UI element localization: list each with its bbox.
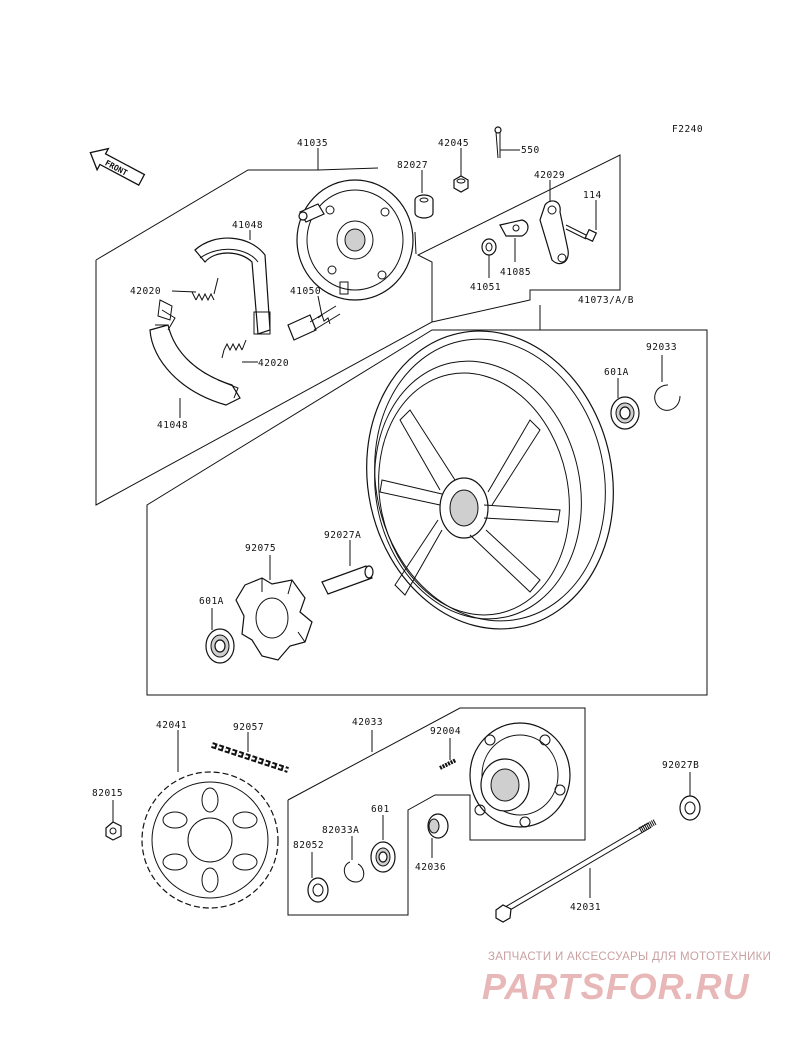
coupling-hub-42033	[469, 722, 571, 828]
plate-41085	[499, 219, 529, 237]
wheel-group-outline	[146, 329, 708, 696]
nut-82015	[105, 821, 122, 841]
label-92033: 92033	[646, 342, 677, 353]
spring-42020-lower	[221, 339, 247, 359]
circlip-92033	[654, 384, 681, 411]
label-41073: 41073/A/B	[578, 295, 634, 306]
damper-92075	[235, 577, 313, 661]
stud-92004	[439, 758, 457, 770]
front-arrow-icon: FRONT	[89, 147, 146, 187]
bolt-114	[565, 224, 598, 243]
sprocket-42041	[141, 771, 279, 909]
label-42041: 42041	[156, 720, 187, 731]
spring-42020-upper	[191, 277, 219, 302]
label-42029: 42029	[534, 170, 565, 181]
label-92027b: 92027B	[662, 760, 699, 771]
collar-82052	[307, 877, 329, 903]
label-82033a: 82033A	[322, 825, 359, 836]
label-41048-lower: 41048	[157, 420, 188, 431]
label-601: 601	[371, 804, 390, 815]
cotter-pin-550	[494, 126, 502, 159]
brake-shoe-upper	[194, 237, 271, 335]
watermark-tagline: ЗАПЧАСТИ И АКСЕССУАРЫ ДЛЯ МОТОТЕХНИКИ	[488, 951, 772, 963]
label-42045: 42045	[438, 138, 469, 149]
label-82015: 82015	[92, 788, 123, 799]
brake-group-outline	[95, 154, 621, 506]
label-92027a: 92027A	[324, 530, 361, 541]
collar-82027	[414, 194, 434, 219]
hub-group-outline	[287, 707, 586, 916]
collar-42036	[427, 813, 449, 839]
label-92057: 92057	[233, 722, 264, 733]
label-42036: 42036	[415, 862, 446, 873]
bearing-601	[370, 841, 396, 873]
label-42033: 42033	[352, 717, 383, 728]
label-41050: 41050	[290, 286, 321, 297]
label-82027: 82027	[397, 160, 428, 171]
collar-92027b	[679, 795, 701, 821]
label-42020-lower: 42020	[258, 358, 289, 369]
brake-shoe-lower	[149, 299, 241, 406]
nut-42045	[453, 175, 469, 193]
bearing-601a-left	[205, 628, 235, 664]
axle-42031	[495, 819, 657, 923]
label-41051: 41051	[470, 282, 501, 293]
seal-41051	[481, 238, 497, 256]
collar-92027a	[321, 565, 374, 595]
label-42031: 42031	[570, 902, 601, 913]
torque-link-42029	[539, 200, 569, 265]
label-114: 114	[583, 190, 602, 201]
label-601a-right: 601A	[604, 367, 629, 378]
bearing-601a-right	[610, 396, 640, 430]
label-41085: 41085	[500, 267, 531, 278]
label-92075: 92075	[245, 543, 276, 554]
label-41048-upper: 41048	[232, 220, 263, 231]
label-42020-upper: 42020	[130, 286, 161, 297]
watermark-logo: PARTSFOR.RU	[482, 966, 750, 1007]
camshaft-41050	[287, 305, 341, 341]
chain-92057	[211, 742, 289, 773]
label-92004: 92004	[430, 726, 461, 737]
label-82052: 82052	[293, 840, 324, 851]
label-41035: 41035	[297, 138, 328, 149]
brake-panel	[296, 179, 414, 301]
label-550: 550	[521, 145, 540, 156]
circlip-82033a	[343, 861, 365, 883]
cast-wheel	[366, 330, 614, 630]
label-601a-left: 601A	[199, 596, 224, 607]
figure-code: F2240	[672, 124, 703, 135]
